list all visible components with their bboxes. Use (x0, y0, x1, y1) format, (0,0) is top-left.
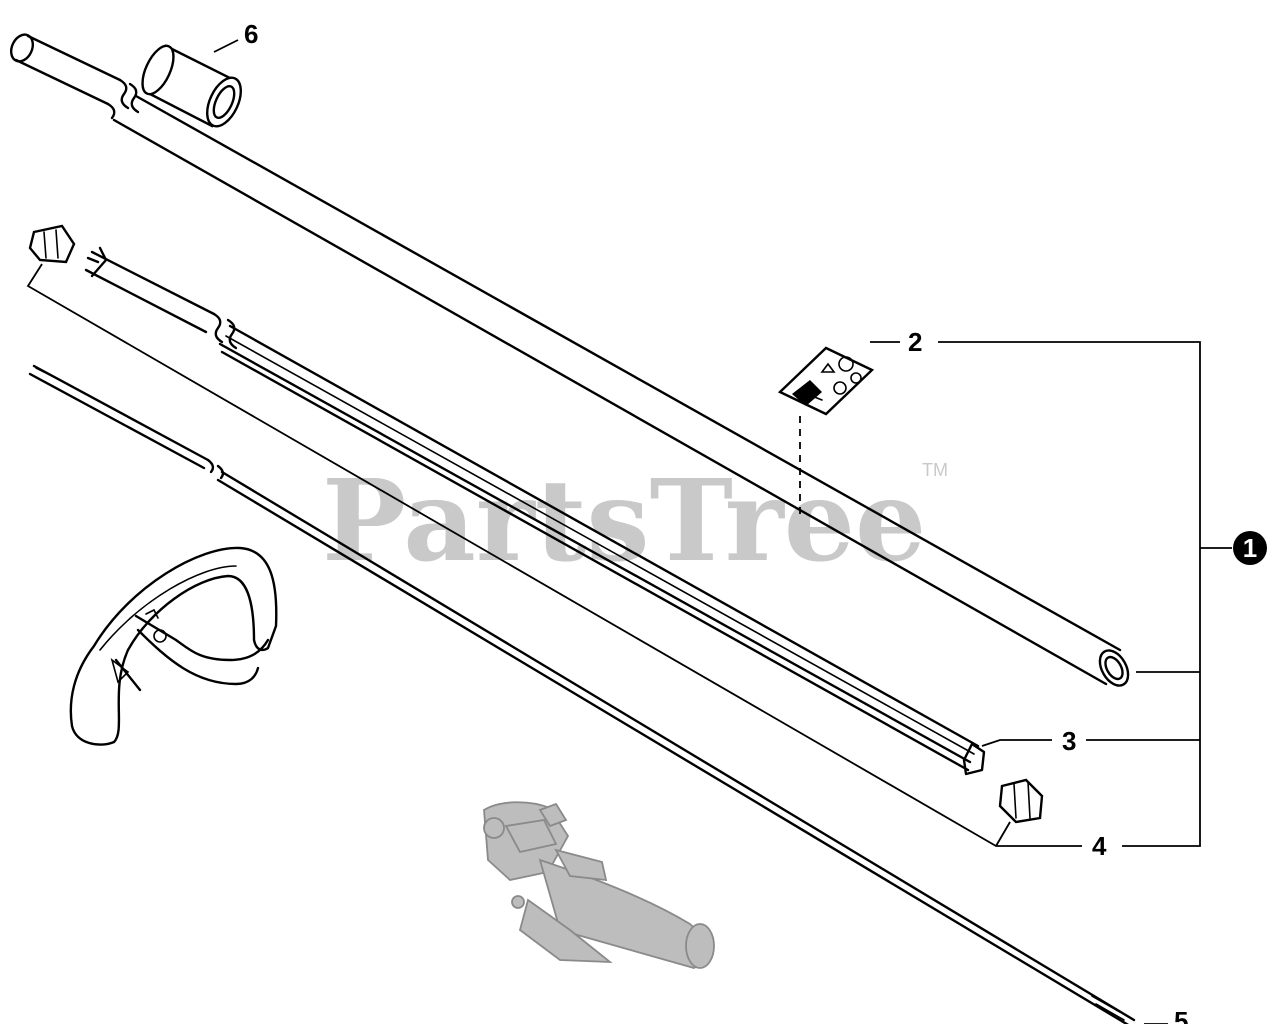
collar-sleeve-part[interactable] (136, 41, 248, 131)
leader-line-3 (981, 739, 1052, 747)
warning-decal-part[interactable] (777, 346, 875, 416)
watermark-trademark: TM (922, 460, 948, 480)
assembly-bracket (938, 341, 1201, 847)
callout-2: 2 (908, 327, 922, 357)
throttle-housing-illustration (483, 801, 715, 969)
watermark-text: PartsTree (322, 456, 926, 587)
leader-line-6 (213, 39, 239, 53)
leader-line-4 (26, 263, 1082, 847)
callout-1: 1 (1243, 533, 1257, 563)
callout-5: 5 (1174, 1006, 1188, 1024)
bushing-part-right[interactable] (998, 778, 1044, 824)
bushing-part-left[interactable] (28, 224, 76, 264)
leader-line-4b (995, 821, 1011, 847)
callout-4: 4 (1092, 831, 1107, 861)
callout-3: 3 (1062, 726, 1076, 756)
drive-cable-part[interactable] (28, 364, 1136, 1024)
loop-handle-illustration (69, 546, 278, 746)
shaft-channel-part[interactable] (84, 246, 986, 776)
assembly-badge (1233, 531, 1267, 565)
callout-6: 6 (244, 19, 258, 49)
shaft-tube-part[interactable] (7, 31, 1134, 690)
